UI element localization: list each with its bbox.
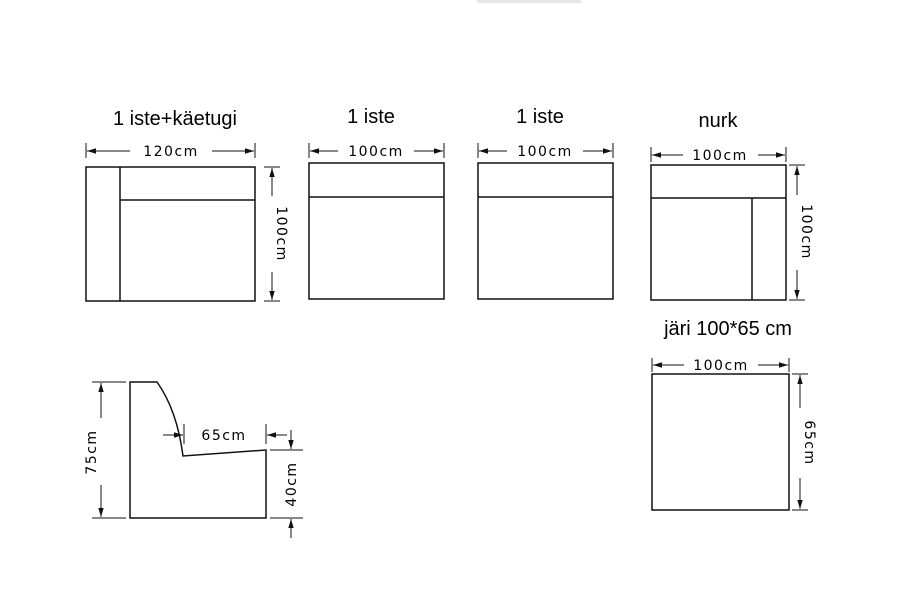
width-dimension: 100cm [692,148,748,164]
depth-dimension: 65cm [801,420,817,465]
depth-dimension: 100cm [273,206,289,262]
module-seat-with-armrest: 1 iste+käetugi 120cm 100cm [85,108,289,302]
module-outline [650,164,787,301]
seat-depth-dimension: 65cm [201,428,246,444]
module-seat-1: 1 iste 100cm [308,106,445,300]
seat-height-dimension: 40cm [284,461,300,506]
footrest-outline [651,373,790,511]
depth-dimension: 100cm [798,204,814,260]
height-dimension: 75cm [84,429,100,474]
module-outline [85,166,256,302]
module-outline [308,162,445,300]
module-seat-2: 1 iste 100cm [477,106,614,300]
module-title: 1 iste [516,106,564,128]
profile-outline [129,381,267,519]
module-footrest: järi 100*65 cm 100cm 65cm [651,318,817,511]
module-title: nurk [699,110,739,132]
module-title: 1 iste [347,106,395,128]
module-title: 1 iste+käetugi [113,108,237,130]
side-profile: 75cm 65cm 40cm [84,381,303,538]
width-dimension: 100cm [517,144,573,160]
width-dimension: 120cm [143,144,199,160]
width-dimension: 100cm [348,144,404,160]
top-scrollbar-stub [477,0,581,3]
footrest-title: järi 100*65 cm [663,318,792,340]
module-corner: nurk 100cm 100cm [650,110,814,301]
width-dimension: 100cm [693,358,749,374]
module-outline [477,162,614,300]
